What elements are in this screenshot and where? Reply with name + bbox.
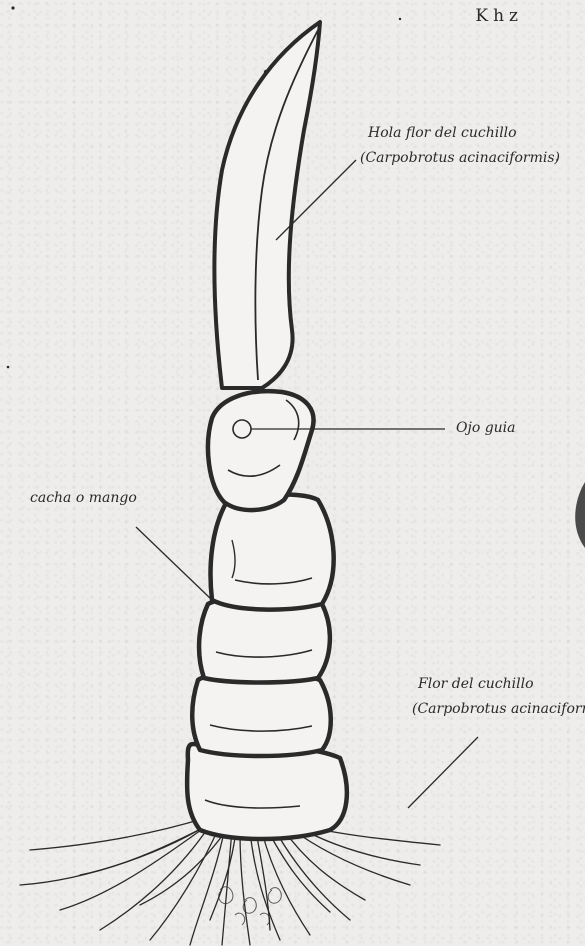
knife-blade-leaf <box>214 22 320 388</box>
knife-head <box>208 391 314 510</box>
callout-line-base <box>408 737 478 808</box>
brand-mark: Khz <box>475 6 523 26</box>
label-leaf-name: Hola flor del cuchillo <box>368 123 517 143</box>
label-guide-eye: Ojo guia <box>456 418 516 438</box>
label-base-species: (Carpobrotus acinaciformis) <box>412 699 585 719</box>
callout-line-handle <box>136 527 212 600</box>
neighbor-plant-edge <box>575 482 585 548</box>
handle-segment-upper <box>211 495 334 610</box>
label-base-name: Flor del cuchillo <box>418 674 534 694</box>
label-handle: cacha o mango <box>30 488 137 508</box>
label-leaf-species: (Carpobrotus acinaciformis) <box>360 148 560 168</box>
